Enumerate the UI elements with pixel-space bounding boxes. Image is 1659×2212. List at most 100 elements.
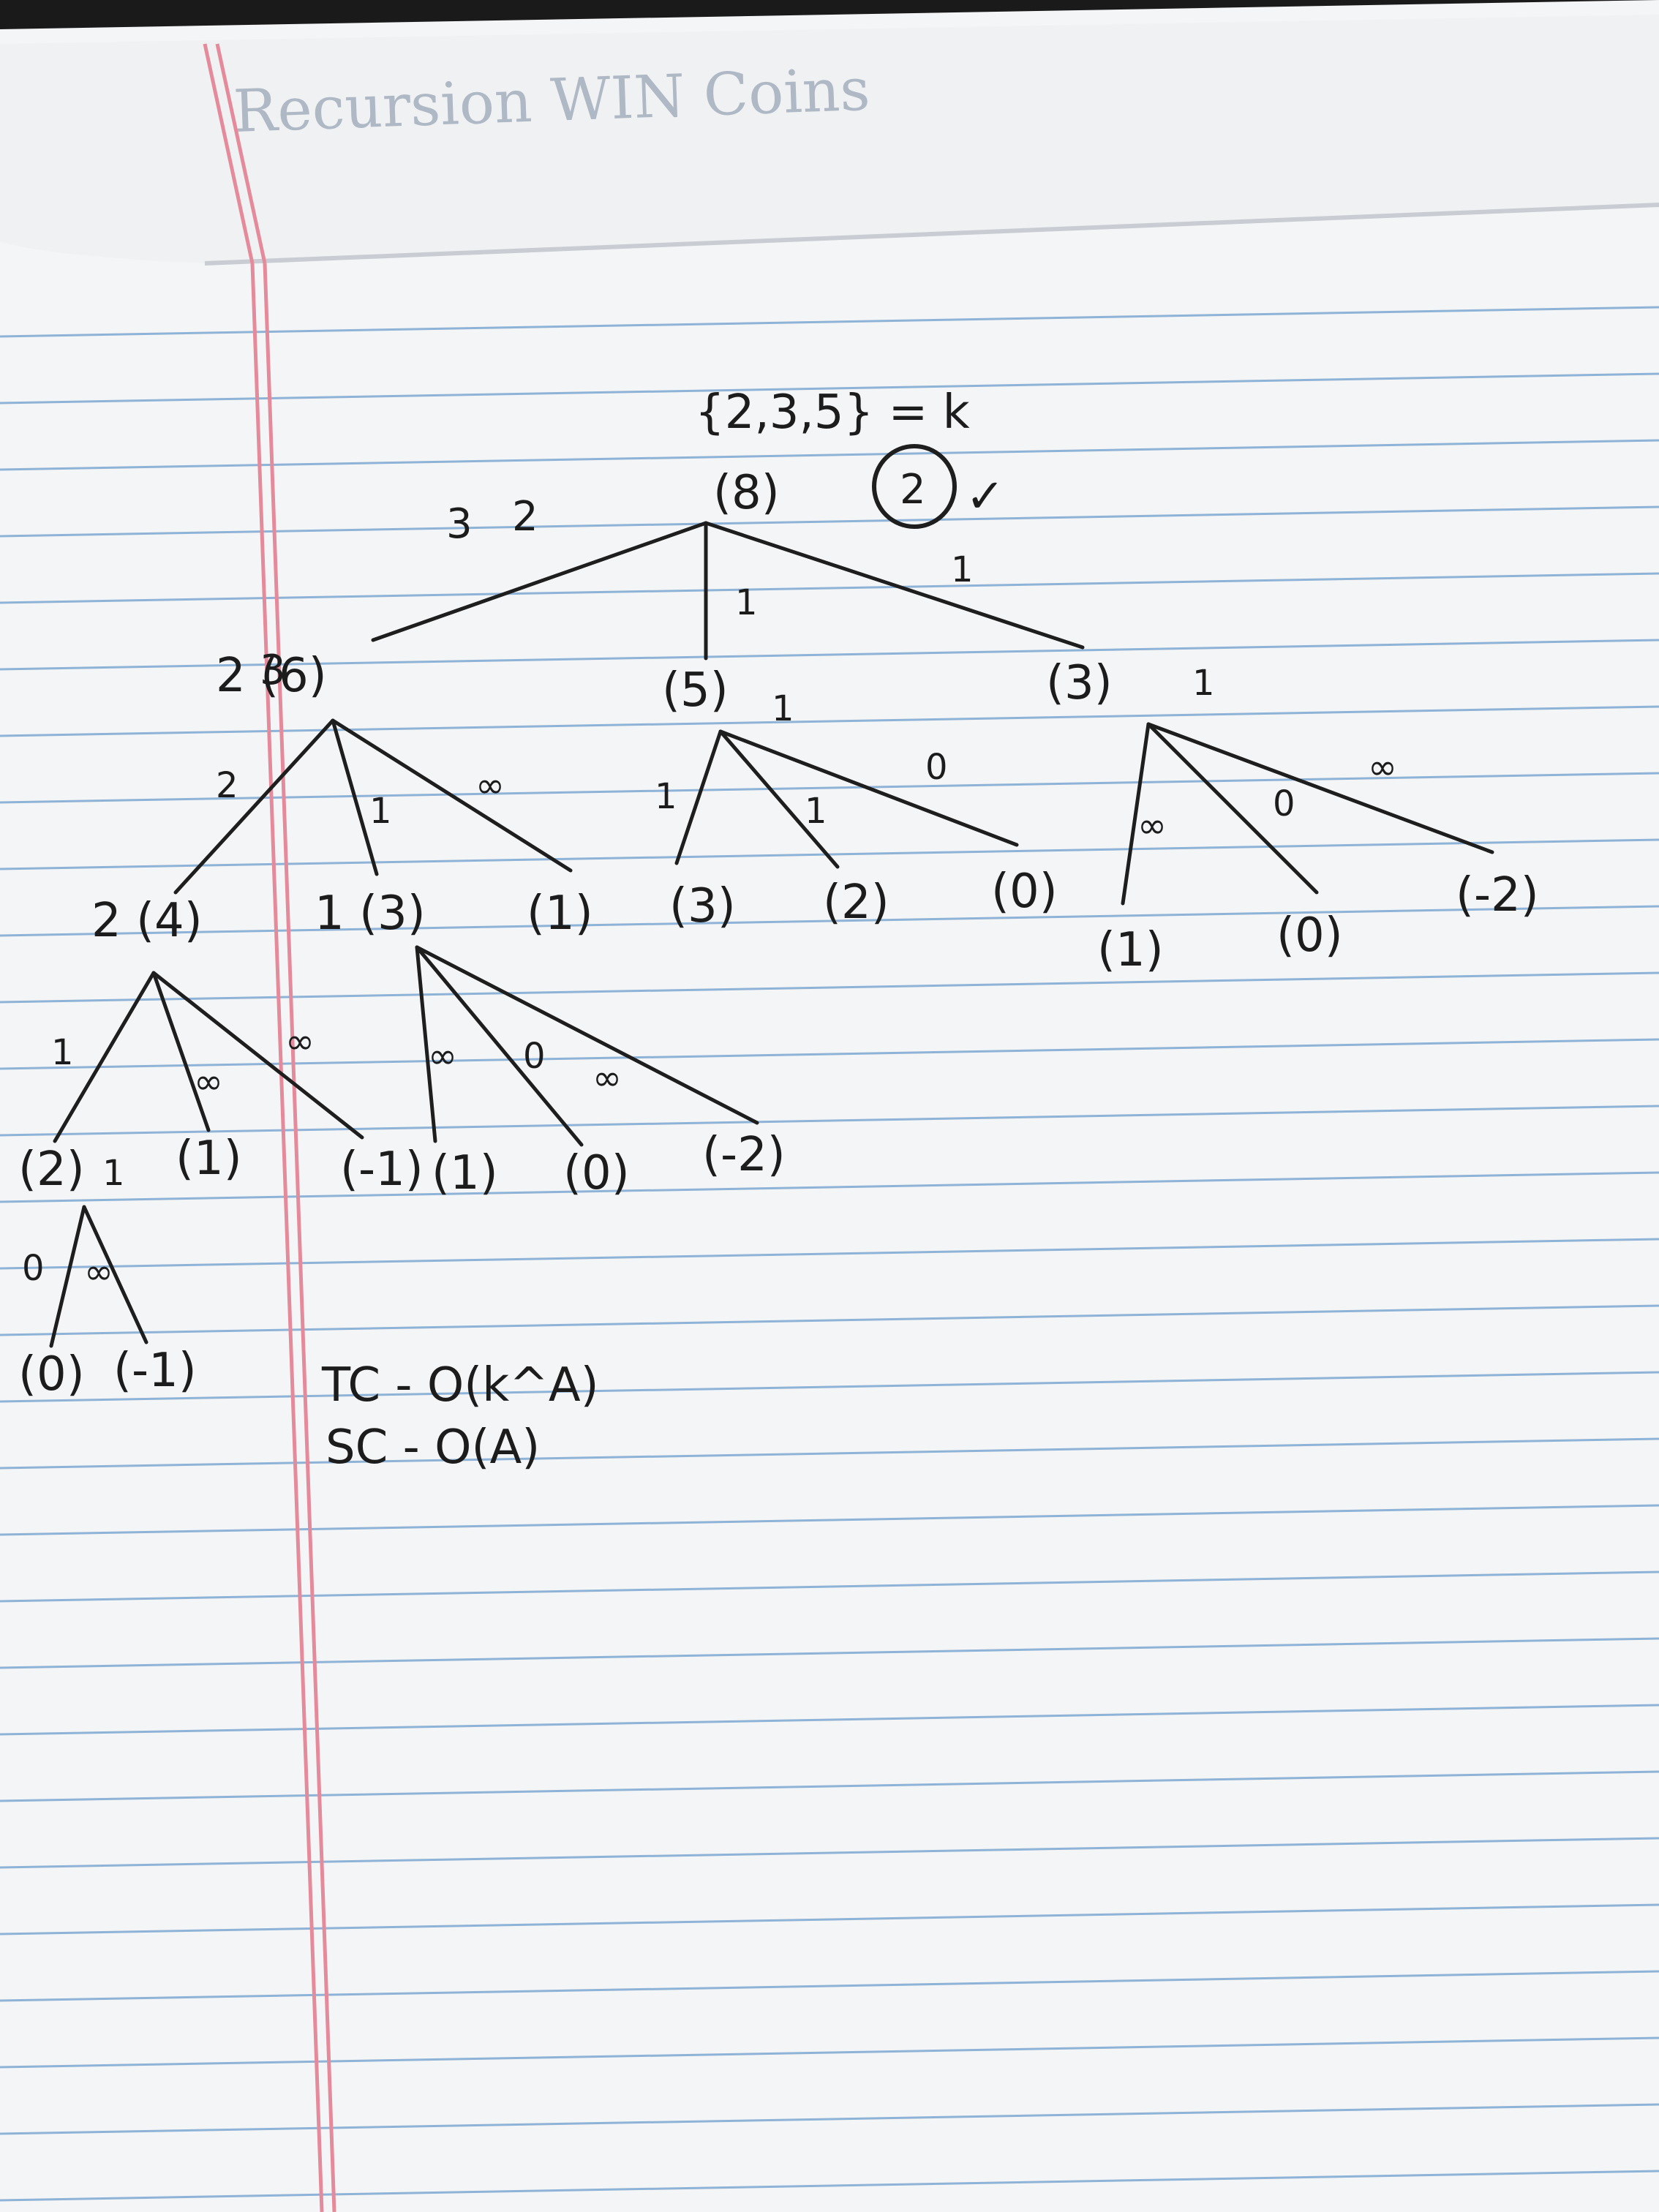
ruled-line: [0, 2103, 1659, 2135]
node-3a: 1 (3): [315, 887, 426, 941]
edge-5-0-label: 0: [925, 747, 948, 788]
ruled-line: [0, 1171, 1659, 1203]
edge-root-5-label: 1: [735, 582, 758, 623]
edge-5-0: [718, 729, 1019, 847]
node-6: 2 (6): [216, 649, 327, 703]
edge-3-1-label: ∞: [1137, 805, 1167, 846]
ruled-line: [0, 705, 1659, 737]
edge-root-3: [704, 521, 1085, 650]
edge-4-m1: [151, 971, 364, 1140]
ruled-line: [0, 1637, 1659, 1669]
margin-line-top-right: [215, 43, 267, 264]
ruled-line: [0, 306, 1659, 338]
edge-3-m2: [1146, 722, 1494, 854]
root-left-count-struck: 3: [446, 500, 473, 548]
node-4: 2 (4): [91, 894, 203, 948]
edge-6-4-label: 2: [216, 765, 238, 806]
root-node: (8): [713, 466, 780, 520]
node-2-count: 1: [102, 1153, 125, 1194]
node-1d: (1): [432, 1146, 498, 1200]
node-2: (2): [18, 1143, 85, 1197]
ruled-line: [0, 372, 1659, 405]
ruled-line: [0, 1105, 1659, 1137]
node-0a: (0): [991, 865, 1058, 919]
ruled-line: [0, 2170, 1659, 2202]
node-3: (3): [1046, 656, 1113, 710]
ruled-line: [0, 1238, 1659, 1270]
edge-4-1-label: ∞: [194, 1061, 223, 1102]
ruled-line: [0, 639, 1659, 671]
time-complexity: TC - O(k^A): [321, 1358, 599, 1412]
edge-6-4: [173, 718, 335, 895]
ruled-line: [0, 772, 1659, 804]
edge-6-3-label: 1: [369, 791, 392, 832]
edge-3-m2-label: ∞: [1368, 747, 1397, 788]
edge-5-2: [718, 729, 840, 869]
margin-line-left: [250, 263, 324, 2212]
edge-3-1: [1121, 722, 1151, 906]
answer-circle: [872, 444, 957, 529]
ruled-line: [0, 1903, 1659, 1936]
ruled-line: [0, 1304, 1659, 1336]
edge-3-0: [1146, 722, 1319, 895]
node-5: (5): [662, 663, 729, 718]
ruled-line: [0, 439, 1659, 471]
edge-root-6: [371, 521, 708, 642]
edge-3a-m2: [415, 945, 759, 1125]
margin-line-right: [263, 263, 336, 2212]
answer-value: 2: [900, 466, 926, 514]
node-3-count: 1: [1192, 663, 1215, 704]
edge-2-0-label: 0: [22, 1248, 45, 1289]
edge-6-1-label: ∞: [475, 765, 505, 806]
edge-3a-0: [415, 945, 584, 1147]
node-1b: (1): [1097, 923, 1164, 977]
node-m2a: (-2): [1456, 868, 1539, 922]
node-5-count: 1: [772, 688, 794, 729]
edge-6-1: [331, 718, 573, 873]
edge-3a-1-label: ∞: [428, 1036, 457, 1077]
node-6-struck: 3: [260, 647, 286, 694]
node-2a: (2): [823, 876, 889, 930]
edge-4-2-label: 1: [51, 1032, 74, 1073]
page-curl-edge: [204, 203, 1659, 266]
check-mark: ✓: [966, 470, 1005, 524]
coin-set-label: {2,3,5} = k: [695, 385, 970, 440]
node-1c: (1): [176, 1132, 242, 1186]
node-3b: (3): [669, 879, 736, 933]
space-complexity: SC - O(A): [326, 1421, 540, 1475]
ruled-line: [0, 1570, 1659, 1603]
ruled-line: [0, 1970, 1659, 2002]
edge-2-0: [49, 1205, 86, 1348]
ruled-line: [0, 1704, 1659, 1736]
node-0b: (0): [1276, 908, 1343, 963]
edge-3a-1: [415, 945, 437, 1143]
ruled-line: [0, 505, 1659, 538]
edge-4-1: [151, 971, 211, 1132]
edge-3-0-label: 0: [1273, 783, 1295, 824]
edge-2-m1-label: ∞: [84, 1252, 113, 1293]
edge-2-m1: [82, 1205, 148, 1344]
edge-3a-m2-label: ∞: [592, 1058, 622, 1099]
node-m1-leaf: (-1): [113, 1344, 197, 1398]
edge-3a-0-label: 0: [523, 1036, 546, 1077]
margin-line-top-left: [203, 43, 255, 264]
ruled-line: [0, 1038, 1659, 1070]
ruled-line: [0, 838, 1659, 870]
edge-4-m1-label: ∞: [285, 1021, 315, 1062]
node-m2b: (-2): [702, 1128, 786, 1182]
ruled-line: [0, 1371, 1659, 1403]
ruled-line: [0, 1837, 1659, 1869]
edge-5-2-label: 1: [805, 791, 827, 832]
ruled-line: [0, 1770, 1659, 1802]
root-left-count: 2: [512, 493, 538, 541]
node-0c: (0): [563, 1146, 630, 1200]
edge-5-3: [674, 729, 723, 865]
ruled-line: [0, 1504, 1659, 1536]
node-m1: (-1): [340, 1143, 424, 1197]
node-1a: (1): [527, 887, 593, 941]
ruled-line: [0, 1437, 1659, 1470]
edge-4-2: [53, 971, 156, 1143]
edge-root-3-label: 1: [951, 549, 974, 590]
